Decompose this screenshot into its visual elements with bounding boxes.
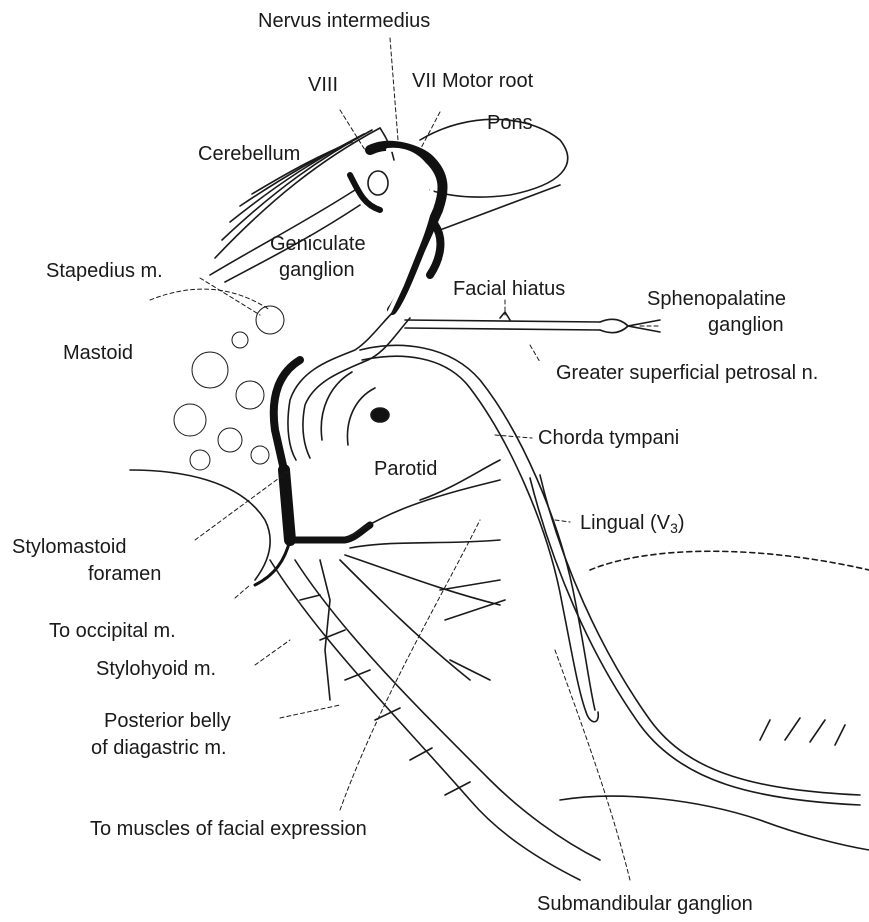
label-parotid: Parotid (374, 458, 437, 481)
label-posterior-belly-line2: of diagastric m. (91, 737, 227, 760)
label-sphenopalatine-line1: Sphenopalatine (647, 288, 786, 311)
label-stylohyoid: Stylohyoid m. (96, 658, 216, 681)
label-lingual-suffix: ) (678, 512, 685, 534)
label-chorda-tympani: Chorda tympani (538, 427, 679, 450)
label-lingual-subscript: 3 (670, 520, 678, 536)
label-facial-hiatus: Facial hiatus (453, 278, 565, 301)
label-lingual: Lingual (V3) (580, 512, 685, 540)
mastoid-region (130, 289, 284, 580)
label-viii: VIII (308, 74, 338, 97)
label-pons: Pons (487, 112, 533, 135)
label-geniculate-ganglion-line1: Geniculate (270, 233, 366, 256)
label-lingual-prefix: Lingual (V (580, 512, 670, 534)
label-geniculate-ganglion-line2: ganglion (279, 259, 355, 282)
label-greater-superficial-petrosal: Greater superficial petrosal n. (556, 362, 818, 385)
parotid-branches (340, 460, 505, 680)
label-nervus-intermedius: Nervus intermedius (258, 10, 430, 33)
jaw-outline (590, 551, 869, 570)
label-cerebellum: Cerebellum (198, 143, 300, 166)
nerve-roots (350, 146, 443, 315)
label-to-muscles-facial-expression: To muscles of facial expression (90, 818, 367, 841)
label-mastoid: Mastoid (63, 342, 133, 365)
label-stylomastoid-line2: foramen (88, 563, 161, 586)
label-to-occipital: To occipital m. (49, 620, 176, 643)
label-vii-motor-root: VII Motor root (412, 70, 533, 93)
label-submandibular-ganglion: Submandibular ganglion (537, 893, 753, 916)
label-stapedius: Stapedius m. (46, 260, 163, 283)
label-sphenopalatine-line2: ganglion (708, 314, 784, 337)
petrosal-nerve (405, 312, 660, 333)
label-posterior-belly-line1: Posterior belly (104, 710, 231, 733)
label-stylomastoid-line1: Stylomastoid (12, 536, 127, 559)
